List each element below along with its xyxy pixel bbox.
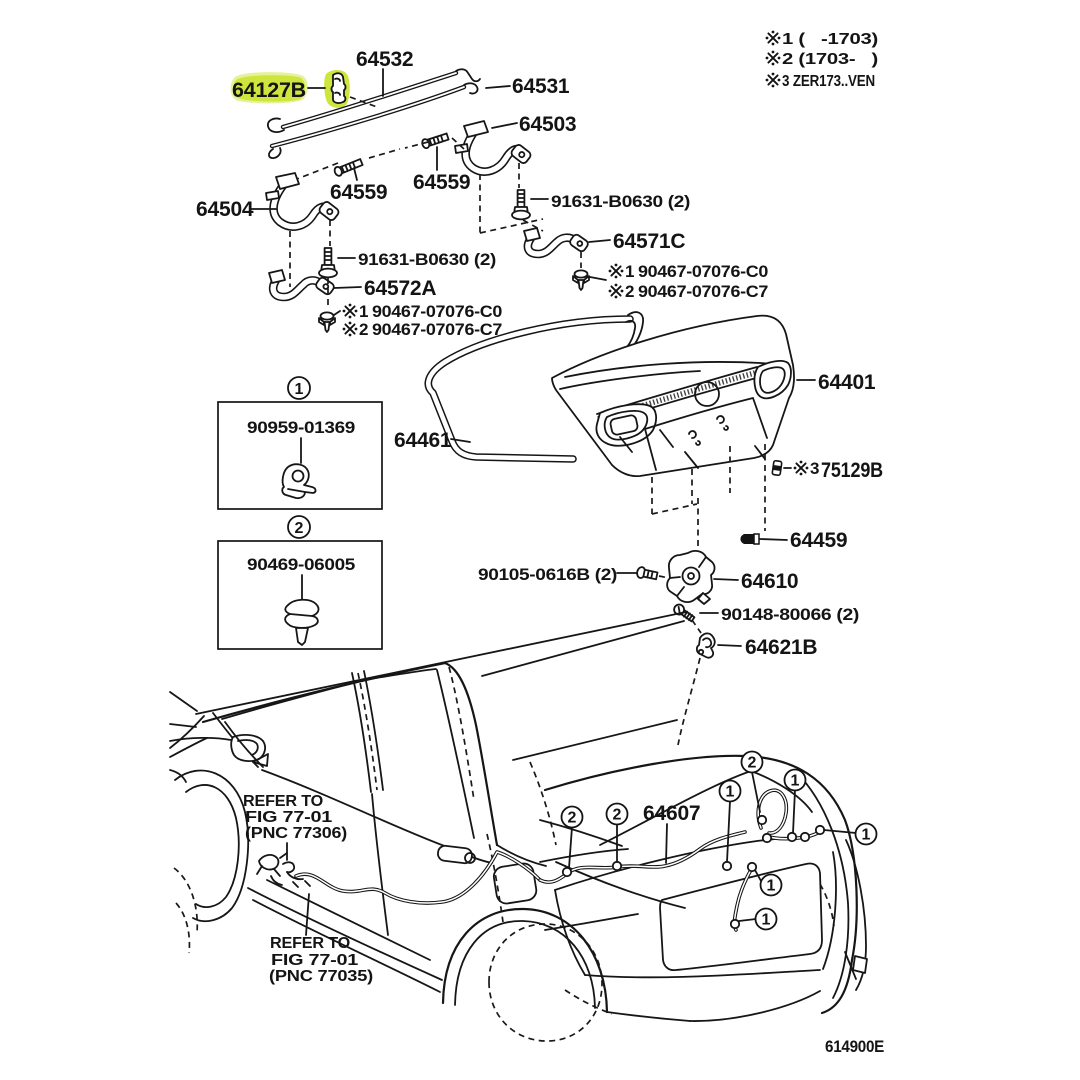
svg-text:64461: 64461 [394, 429, 452, 452]
svg-text:64503: 64503 [519, 113, 576, 136]
svg-text:64459: 64459 [790, 529, 847, 552]
svg-text:64610: 64610 [741, 570, 798, 593]
svg-text:FIG 77-01: FIG 77-01 [245, 809, 332, 826]
svg-text:3: 3 [810, 459, 819, 478]
svg-text:64607: 64607 [643, 802, 700, 825]
svg-text:2 (1703- ): 2 (1703- ) [782, 51, 878, 68]
svg-text:(PNC 77035): (PNC 77035) [269, 968, 373, 985]
svg-text:64504: 64504 [196, 198, 254, 221]
svg-text:64559: 64559 [330, 181, 387, 204]
svg-text:1: 1 [767, 878, 776, 895]
svg-text:3 ZER173..VEN: 3 ZER173..VEN [782, 73, 875, 90]
svg-text:REFER TO: REFER TO [270, 935, 350, 952]
svg-text:90467-07076-C7: 90467-07076-C7 [638, 282, 768, 301]
svg-text:75129B: 75129B [821, 459, 883, 482]
svg-text:91631-B0630 (2): 91631-B0630 (2) [358, 250, 496, 269]
svg-text:1: 1 [625, 262, 634, 281]
svg-text:91631-B0630 (2): 91631-B0630 (2) [551, 192, 690, 211]
svg-text:2: 2 [295, 520, 304, 537]
svg-text:64401: 64401 [818, 371, 876, 394]
svg-text:64572A: 64572A [364, 277, 436, 300]
svg-text:90469-06005: 90469-06005 [247, 555, 355, 574]
svg-text:64127B: 64127B [232, 79, 306, 102]
svg-text:64621B: 64621B [745, 636, 817, 659]
svg-text:64571C: 64571C [613, 230, 685, 253]
svg-text:90467-07076-C0: 90467-07076-C0 [372, 302, 502, 321]
svg-text:1: 1 [295, 381, 304, 398]
svg-text:64531: 64531 [512, 75, 570, 98]
svg-text:64532: 64532 [356, 48, 413, 71]
svg-text:1: 1 [726, 784, 735, 801]
svg-text:2: 2 [359, 320, 368, 339]
svg-text:90959-01369: 90959-01369 [247, 418, 355, 437]
svg-text:2: 2 [568, 810, 577, 827]
svg-text:1: 1 [862, 827, 871, 844]
svg-text:REFER TO: REFER TO [243, 793, 323, 810]
svg-text:90148-80066 (2): 90148-80066 (2) [721, 605, 859, 624]
svg-text:2: 2 [748, 755, 757, 772]
svg-text:2: 2 [613, 807, 622, 824]
svg-text:90467-07076-C7: 90467-07076-C7 [372, 320, 502, 339]
svg-text:(PNC 77306): (PNC 77306) [245, 825, 347, 842]
svg-text:90467-07076-C0: 90467-07076-C0 [638, 262, 768, 281]
svg-text:1: 1 [359, 302, 368, 321]
svg-text:64559: 64559 [413, 171, 470, 194]
svg-text:90105-0616B (2): 90105-0616B (2) [478, 565, 617, 584]
svg-text:1: 1 [762, 912, 771, 929]
svg-text:1: 1 [791, 773, 800, 790]
svg-text:FIG 77-01: FIG 77-01 [271, 952, 358, 969]
svg-text:1 ( -1703): 1 ( -1703) [782, 31, 878, 48]
svg-text:2: 2 [625, 282, 634, 301]
svg-text:614900E: 614900E [825, 1037, 884, 1056]
